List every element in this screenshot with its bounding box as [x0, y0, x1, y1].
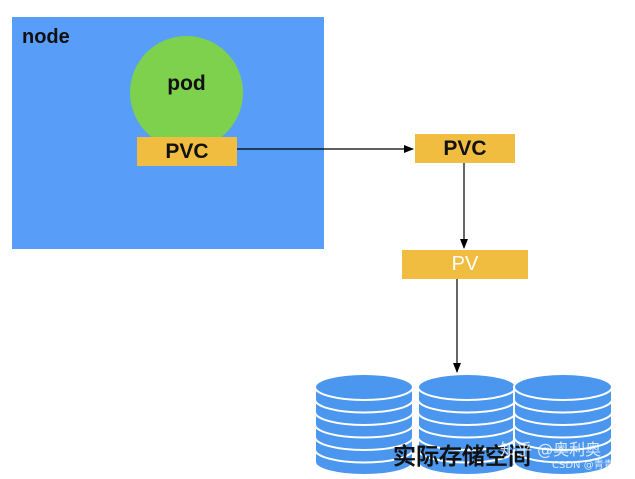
watermark-subtext: CSDN @青青: [552, 460, 614, 471]
pod-label: pod: [167, 72, 206, 95]
pod-circle: [130, 36, 243, 149]
pv-tag: PV: [402, 250, 528, 279]
storage-disk-icon: [513, 373, 613, 476]
node-label: node: [22, 26, 70, 48]
pvc-local-tag: PVC: [137, 137, 237, 166]
storage-label: 实际存储空间: [393, 444, 531, 470]
watermark-text: 知乎 @奥利奥: [500, 440, 602, 459]
pvc-remote-tag: PVC: [415, 134, 515, 163]
storage-disk-icon: [314, 373, 414, 476]
